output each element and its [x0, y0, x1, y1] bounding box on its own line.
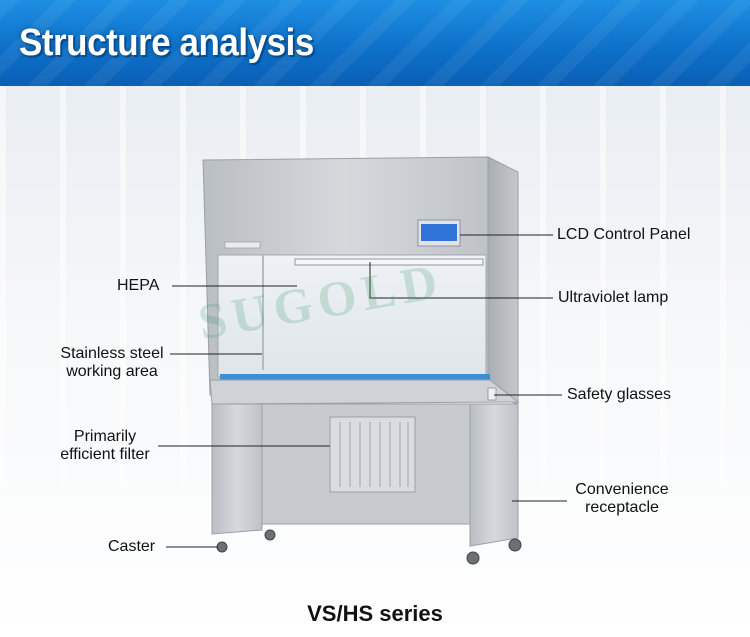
work-surface — [209, 379, 520, 405]
nameplate — [224, 241, 261, 249]
right-leg — [469, 403, 519, 547]
label-hepa: HEPA — [117, 277, 160, 294]
label-uv: Ultraviolet lamp — [558, 289, 669, 306]
label-primary-line1: Primarily — [73, 428, 137, 445]
label-receptacle: Convenience receptacle — [567, 481, 677, 517]
label-stainless-line1: Stainless steel — [60, 345, 164, 362]
lcd-screen — [421, 224, 457, 241]
label-caster: Caster — [108, 538, 156, 555]
front-rail — [220, 374, 490, 380]
label-lcd: LCD Control Panel — [557, 226, 691, 243]
cabinet-side-panel — [487, 156, 519, 405]
label-primary-line2: efficient filter — [60, 446, 150, 463]
label-safety: Safety glasses — [567, 386, 672, 403]
header-banner: Structure analysis — [0, 0, 750, 86]
caster-wheels — [216, 529, 522, 565]
safety-switch — [487, 387, 497, 401]
page-title: Structure analysis — [19, 22, 314, 64]
pre-filter-grill — [329, 416, 416, 493]
label-stainless: Stainless steel working area — [52, 345, 172, 381]
series-caption: VS/HS series — [307, 601, 443, 626]
label-stainless-line2: working area — [66, 363, 158, 380]
left-leg — [211, 403, 263, 535]
uv-lamp-bar — [294, 258, 484, 266]
label-receptacle-line1: Convenience — [575, 481, 669, 498]
leader-lines — [158, 234, 567, 548]
label-primary-filter: Primarily efficient filter — [52, 428, 158, 464]
label-receptacle-line2: receptacle — [585, 499, 659, 516]
